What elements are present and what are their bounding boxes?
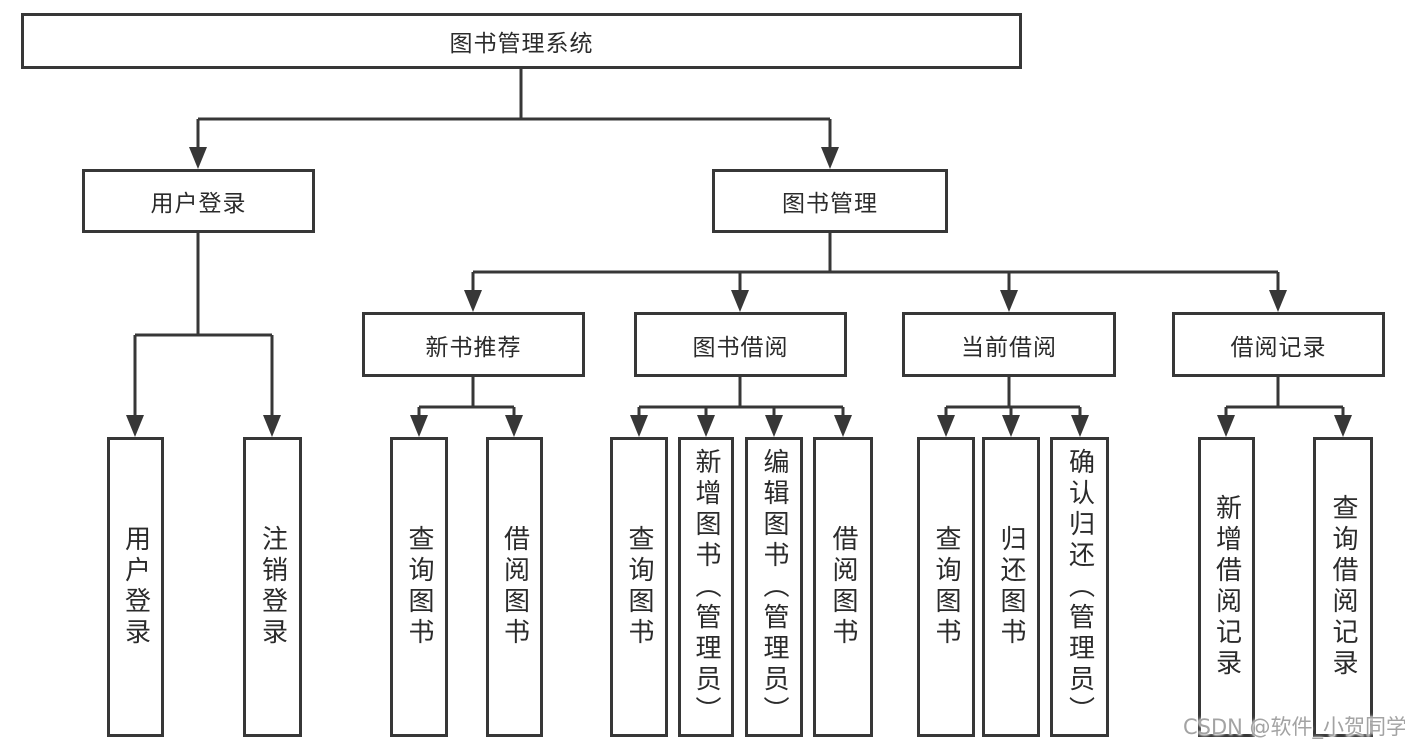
arrowheads (126, 147, 1352, 437)
csdn-watermark: CSDN @软件_小贺同学 (1183, 715, 1405, 739)
node-label: 注销登录 (257, 525, 288, 649)
node-leaf-user-login: 用户登录 (107, 437, 164, 737)
node-label: 借阅记录 (1230, 334, 1327, 361)
node-label: 当前借阅 (961, 334, 1057, 361)
node-leaf-logout: 注销登录 (243, 437, 302, 737)
node-leaf-borrow-books: 借阅图书 (813, 437, 873, 737)
tree-edges (133, 68, 1345, 417)
node-leaf-recommend-query-books: 查询图书 (390, 437, 448, 737)
node-label: 用户登录 (150, 191, 247, 217)
node-label: 新增借阅记录 (1211, 494, 1242, 680)
node-leaf-add-borrow-record: 新增借阅记录 (1198, 437, 1255, 737)
node-label: 查询图书 (931, 525, 961, 649)
node-leaf-add-books-admin: 新增图书（管理员） (678, 437, 734, 737)
node-label: 新书推荐 (425, 334, 522, 361)
node-label: 查询图书 (404, 525, 434, 649)
node-label: 归还图书 (996, 525, 1026, 649)
node-user-login-branch: 用户登录 (82, 169, 315, 233)
node-leaf-current-query-books: 查询图书 (917, 437, 975, 737)
node-library-management-system: 图书管理系统 (21, 13, 1022, 69)
node-leaf-return-books: 归还图书 (982, 437, 1040, 737)
node-label: 图书管理系统 (449, 31, 594, 57)
node-leaf-edit-books-admin: 编辑图书（管理员） (745, 437, 803, 737)
node-leaf-confirm-return-admin: 确认归还（管理员） (1050, 437, 1109, 737)
node-current-borrowing: 当前借阅 (902, 312, 1116, 377)
node-label: 用户登录 (120, 525, 151, 649)
node-label: 确认归还（管理员） (1064, 447, 1095, 727)
node-label: 借阅图书 (828, 525, 858, 649)
node-label: 借阅图书 (499, 525, 530, 649)
node-label: 图书管理 (782, 191, 878, 217)
node-leaf-query-borrow-record: 查询借阅记录 (1313, 437, 1373, 737)
node-label: 图书借阅 (692, 334, 789, 361)
node-label: 查询图书 (624, 525, 654, 649)
node-leaf-borrow-query-books: 查询图书 (610, 437, 668, 737)
node-label: 新增图书（管理员） (691, 447, 721, 727)
node-book-management: 图书管理 (712, 169, 948, 233)
node-book-borrowing: 图书借阅 (634, 312, 847, 377)
node-label: 编辑图书（管理员） (759, 447, 789, 727)
node-label: 查询借阅记录 (1328, 494, 1358, 680)
node-new-book-recommend: 新书推荐 (362, 312, 585, 377)
node-borrowing-records: 借阅记录 (1172, 312, 1385, 377)
node-leaf-recommend-borrow-books: 借阅图书 (486, 437, 543, 737)
